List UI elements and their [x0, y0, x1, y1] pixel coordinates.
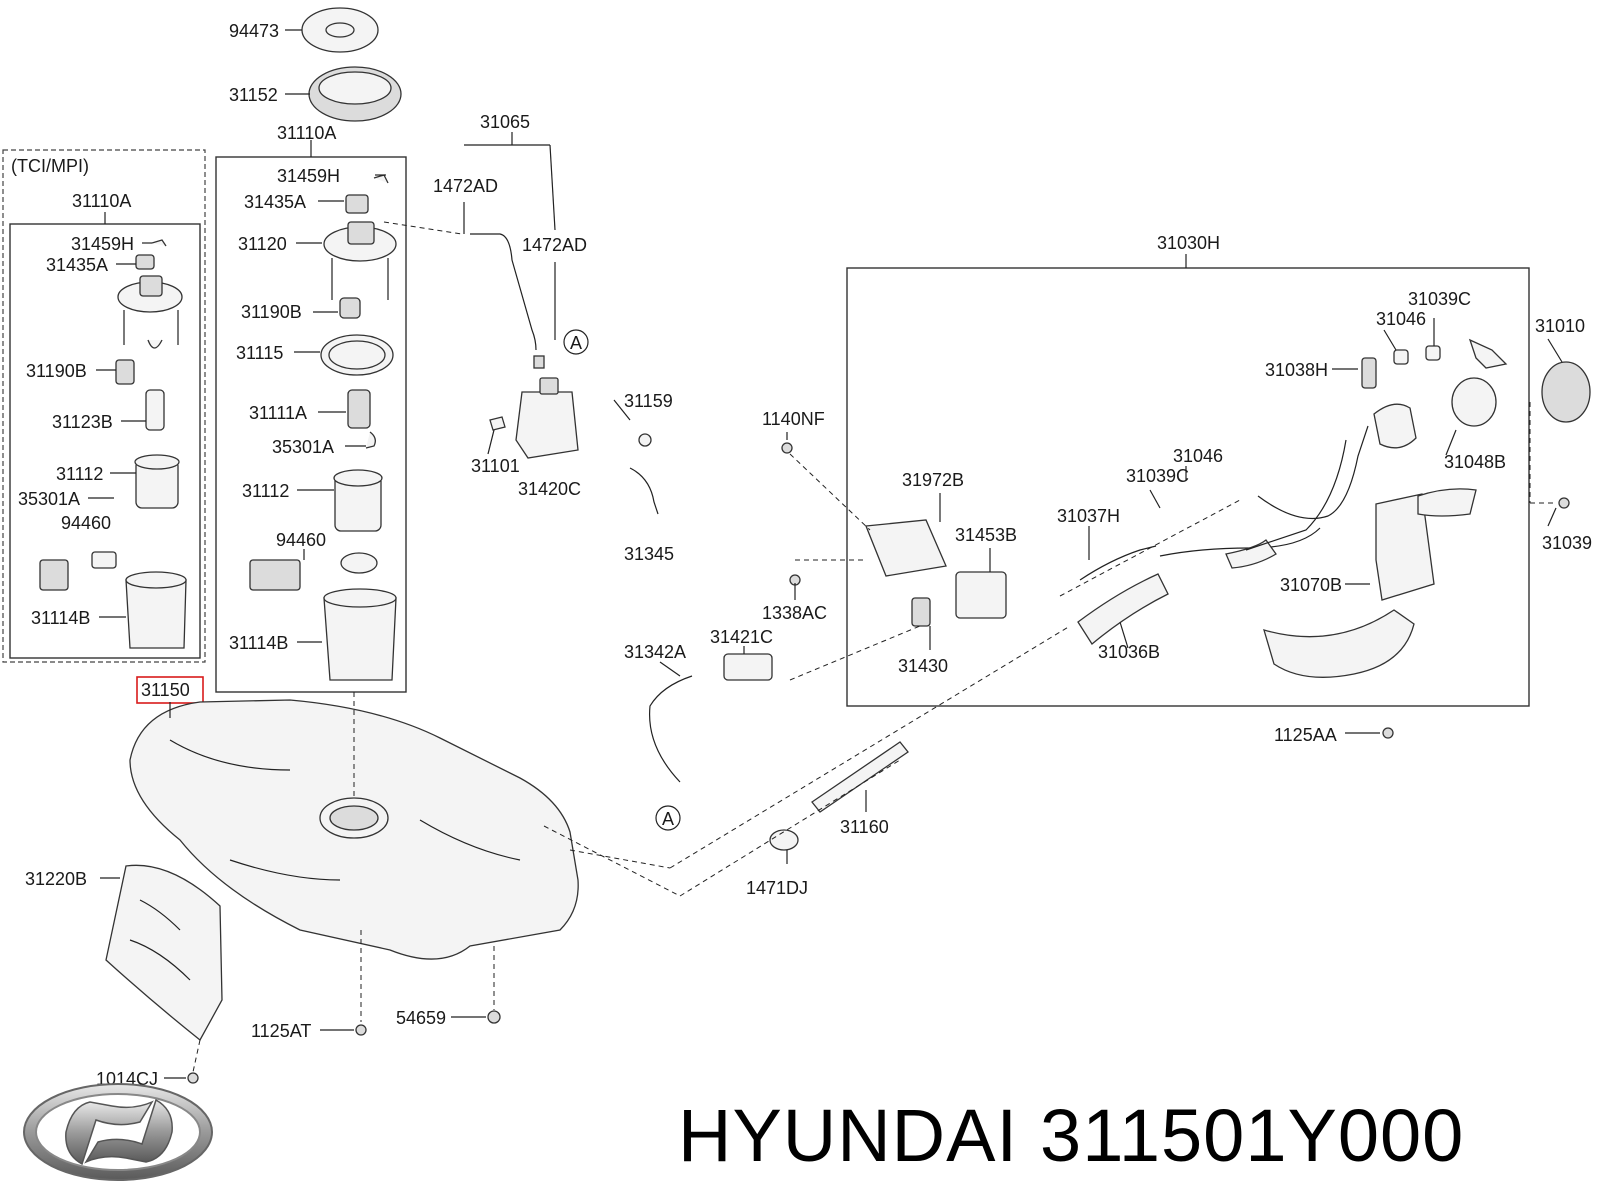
label-31459H-main: 31459H [277, 166, 340, 186]
filler-neck-31030H [1245, 338, 1591, 678]
label-31046-top: 31046 [1376, 309, 1426, 329]
label-31114B-tci: 31114B [31, 608, 90, 628]
label-31036B: 31036B [1098, 642, 1160, 662]
label-31453B: 31453B [955, 525, 1017, 545]
label-31115: 31115 [236, 343, 283, 363]
fuel-pump-plate-94473 [301, 7, 379, 53]
filler-neck-box [846, 267, 1530, 707]
label-31459H-tci: 31459H [71, 234, 134, 254]
label-31010: 31010 [1535, 316, 1585, 336]
label-1472AD-2: 1472AD [522, 235, 587, 255]
label-31030H: 31030H [1157, 233, 1220, 253]
label-54659: 54659 [396, 1008, 446, 1028]
label-31972B: 31972B [902, 470, 964, 490]
label-31039: 31039 [1542, 533, 1592, 553]
fuel-pump-assembly [249, 174, 397, 681]
label-31120: 31120 [238, 234, 287, 254]
label-31039C-mid: 31039C [1126, 466, 1189, 486]
fuel-pump-assembly-tci [39, 239, 187, 649]
label-31065: 31065 [480, 112, 530, 132]
label-31160: 31160 [840, 817, 889, 837]
bolts [187, 442, 1570, 1084]
vapor-valve-group [723, 519, 1321, 681]
label-31110A-main: 31110A [277, 123, 336, 143]
label-31190B-main: 31190B [241, 302, 302, 322]
label-31342A: 31342A [624, 642, 686, 662]
fuel-tank-31150 [129, 699, 579, 960]
hyundai-logo [23, 1083, 213, 1181]
label-35301A-tci: 35301A [18, 489, 80, 509]
label-31421C: 31421C [710, 627, 773, 647]
clamp-1471DJ [769, 829, 799, 851]
ref-a-bottom-label: A [662, 809, 674, 829]
label-1338AC: 1338AC [762, 603, 827, 623]
label-31152: 31152 [229, 85, 278, 105]
brand-caption: HYUNDAI 311501Y000 [678, 1090, 1486, 1182]
tci-mpi-dashed-box [2, 149, 206, 663]
lock-ring-31152 [308, 66, 402, 122]
label-tci-mpi: (TCI/MPI) [11, 156, 89, 176]
label-31046-mid: 31046 [1173, 446, 1223, 466]
label-31112-tci: 31112 [56, 464, 103, 484]
label-35301A-main: 35301A [272, 437, 334, 457]
label-31070B: 31070B [1280, 575, 1342, 595]
label-31123B: 31123B [52, 412, 113, 432]
label-31039C-top: 31039C [1408, 289, 1471, 309]
heat-shield-31220B [105, 864, 223, 1041]
part-labels: 94473 31152 31110A 31065 1472AD 1472AD 3… [11, 21, 1592, 1089]
label-31150: 31150 [141, 680, 190, 700]
label-31220B: 31220B [25, 869, 87, 889]
pipe-31160 [811, 741, 909, 813]
label-94473: 94473 [229, 21, 279, 41]
hose-31342A [648, 675, 693, 783]
label-31159: 31159 [624, 391, 673, 411]
label-1125AT: 1125AT [251, 1021, 311, 1041]
label-94460-main: 94460 [276, 530, 326, 550]
label-31435A-main: 31435A [244, 192, 306, 212]
label-31111A: 31111A [249, 403, 307, 423]
label-94460-tci: 94460 [61, 513, 111, 533]
label-1140NF: 1140NF [762, 409, 825, 429]
label-31048B: 31048B [1444, 452, 1506, 472]
label-1471DJ: 1471DJ [746, 878, 808, 898]
label-31110A-tci: 31110A [72, 191, 131, 211]
label-1472AD-1: 1472AD [433, 176, 498, 196]
leader-lines [88, 29, 1563, 1079]
part-number: 311501Y000 [1040, 1094, 1465, 1177]
label-31345: 31345 [624, 544, 674, 564]
label-1125AA: 1125AA [1274, 725, 1337, 745]
label-31430: 31430 [898, 656, 948, 676]
label-31190B-tci: 31190B [26, 361, 87, 381]
label-31112-main: 31112 [242, 481, 289, 501]
ref-circle-a-top: A [563, 329, 589, 355]
brand-name: HYUNDAI [678, 1094, 1019, 1177]
label-31435A-tci: 31435A [46, 255, 108, 275]
label-31420C: 31420C [518, 479, 581, 499]
ref-a-top-label: A [570, 333, 582, 353]
ref-circle-a-bottom: A [655, 805, 681, 831]
label-31038H: 31038H [1265, 360, 1328, 380]
canister-31420C [470, 233, 659, 515]
label-31114B-main: 31114B [229, 633, 288, 653]
label-31101: 31101 [471, 456, 520, 476]
label-31037H: 31037H [1057, 506, 1120, 526]
